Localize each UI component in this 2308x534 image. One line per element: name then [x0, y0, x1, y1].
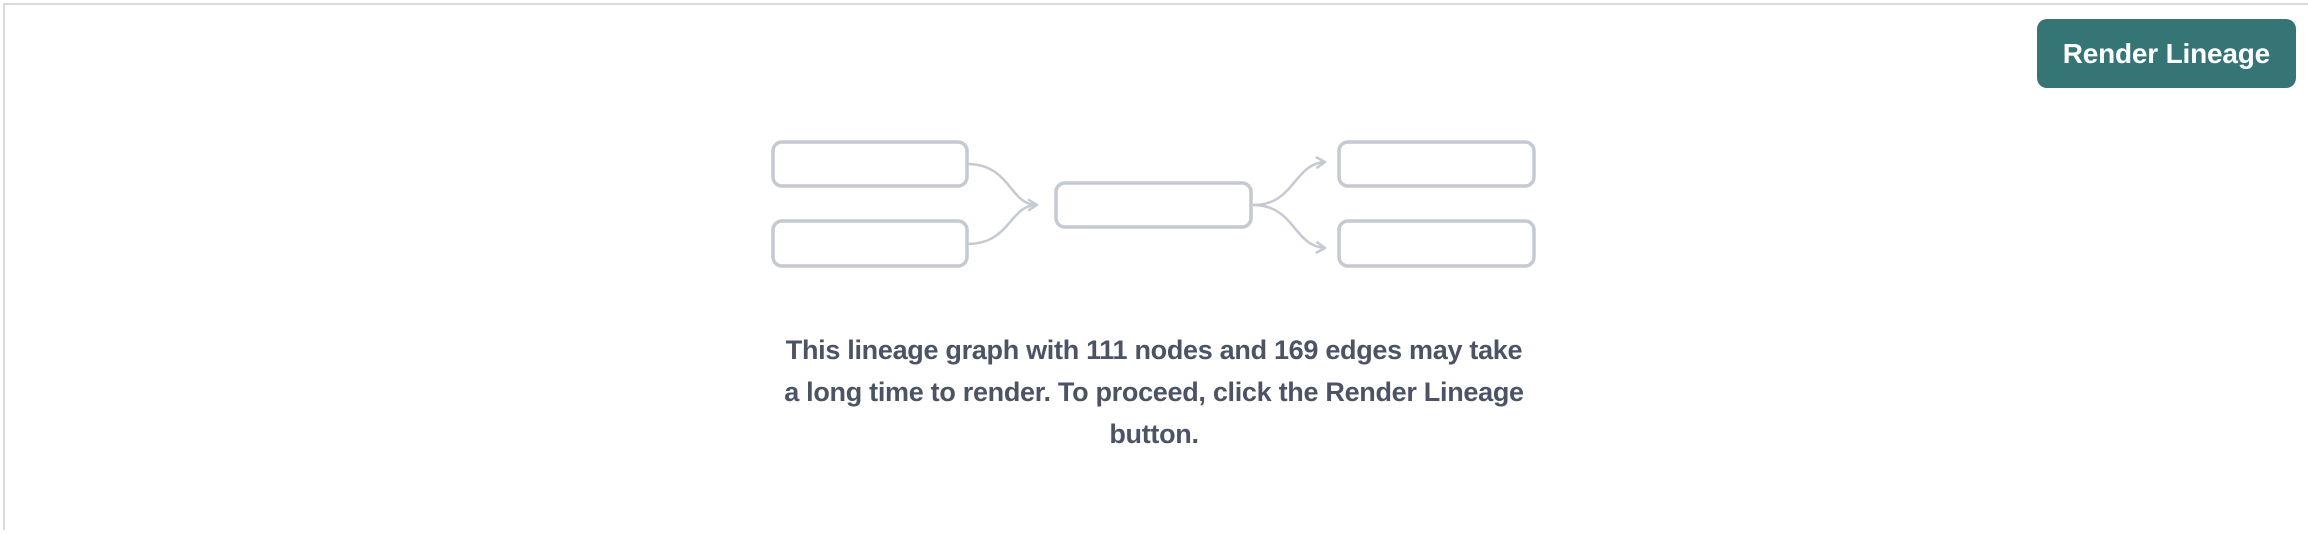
panel-divider-left — [3, 3, 5, 530]
placeholder-node-upstream-bottom — [770, 219, 969, 268]
placeholder-node-downstream-bottom — [1336, 219, 1536, 268]
placeholder-node-center — [1053, 181, 1253, 229]
illustration-container — [0, 140, 2308, 275]
message-line-1: This lineage graph with 111 nodes and 16… — [785, 335, 1523, 365]
placeholder-edge-in-top — [966, 162, 1038, 212]
render-lineage-button[interactable]: Render Lineage — [2036, 19, 2296, 88]
placeholder-edge-in-bottom — [966, 203, 1037, 246]
lineage-placeholder-illustration — [770, 140, 1536, 268]
placeholder-edge-out-bottom — [1252, 203, 1326, 254]
placeholder-node-downstream-top — [1336, 140, 1536, 188]
message-line-2: a long time to render. To proceed, click… — [784, 377, 1524, 407]
placeholder-node-upstream-top — [770, 140, 969, 188]
lineage-warning-message: This lineage graph with 111 nodes and 16… — [0, 329, 2308, 455]
panel-divider-top — [3, 3, 2308, 5]
message-line-3: button. — [1109, 419, 1199, 449]
placeholder-edge-out-top — [1252, 156, 1326, 207]
